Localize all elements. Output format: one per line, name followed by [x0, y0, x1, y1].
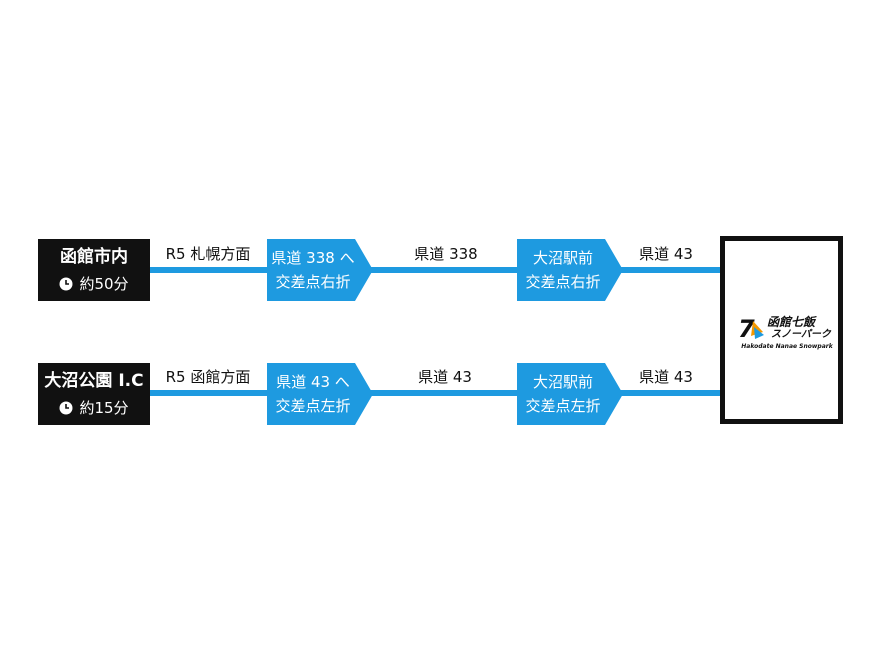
turn-text-2-2-b: 交差点左折	[525, 397, 601, 415]
turn-text-2-1-a: 県道 43 へ	[276, 373, 350, 391]
turn-text-2-1-b: 交差点左折	[275, 397, 351, 415]
origin-name-2: 大沼公園 I.C	[44, 371, 144, 391]
turn-text-1-1-a: 県道 338 へ	[271, 249, 355, 267]
road-label-2-2: 県道 43	[418, 368, 472, 386]
logo-name-en: Hakodate Nanae Snowpark	[741, 343, 833, 350]
logo-mark-text: 7	[738, 315, 755, 341]
origin-box-2: 大沼公園 I.C 約15分	[38, 363, 150, 425]
origin-time-1: 約50分	[79, 275, 129, 293]
turn-instruction-1-2: 大沼駅前 交差点右折	[517, 239, 623, 301]
turn-text-1-1-b: 交差点右折	[275, 273, 351, 291]
road-label-2-3: 県道 43	[639, 368, 693, 386]
clock-icon	[59, 401, 73, 415]
turn-arrow-shape	[267, 363, 373, 425]
logo-subname-jp: スノーパーク	[771, 329, 831, 340]
destination-box: 7 函館七飯 スノーパーク Hakodate Nanae Snowpark	[720, 236, 843, 424]
turn-text-1-2-a: 大沼駅前	[532, 249, 593, 267]
turn-arrow-shape	[517, 239, 623, 301]
origin-time-2: 約15分	[79, 399, 129, 417]
turn-instruction-2-2: 大沼駅前 交差点左折	[517, 363, 623, 425]
turn-arrow-shape	[267, 239, 373, 301]
snowpark-logo: 7 函館七飯 スノーパーク Hakodate Nanae Snowpark	[737, 313, 837, 353]
road-label-1-2: 県道 338	[414, 245, 478, 263]
turn-text-1-2-b: 交差点右折	[525, 273, 601, 291]
origin-name-1: 函館市内	[60, 247, 128, 267]
logo-name-jp: 函館七飯	[767, 315, 816, 329]
origin-time-row-2: 約15分	[38, 398, 150, 418]
route-1-line	[148, 267, 722, 273]
road-label-2-1: R5 函館方面	[165, 368, 251, 386]
road-label-1-3: 県道 43	[639, 245, 693, 263]
origin-box-1: 函館市内 約50分	[38, 239, 150, 301]
snowpark-logo-mark: 7	[738, 315, 764, 341]
route-2-line	[148, 390, 722, 396]
turn-arrow-shape	[517, 363, 623, 425]
turn-text-2-2-a: 大沼駅前	[532, 373, 593, 391]
road-label-1-1: R5 札幌方面	[165, 245, 251, 263]
turn-instruction-1-1: 県道 338 へ 交差点右折	[267, 239, 373, 301]
turn-instruction-2-1: 県道 43 へ 交差点左折	[267, 363, 373, 425]
origin-time-row-1: 約50分	[38, 274, 150, 294]
clock-icon	[59, 277, 73, 291]
